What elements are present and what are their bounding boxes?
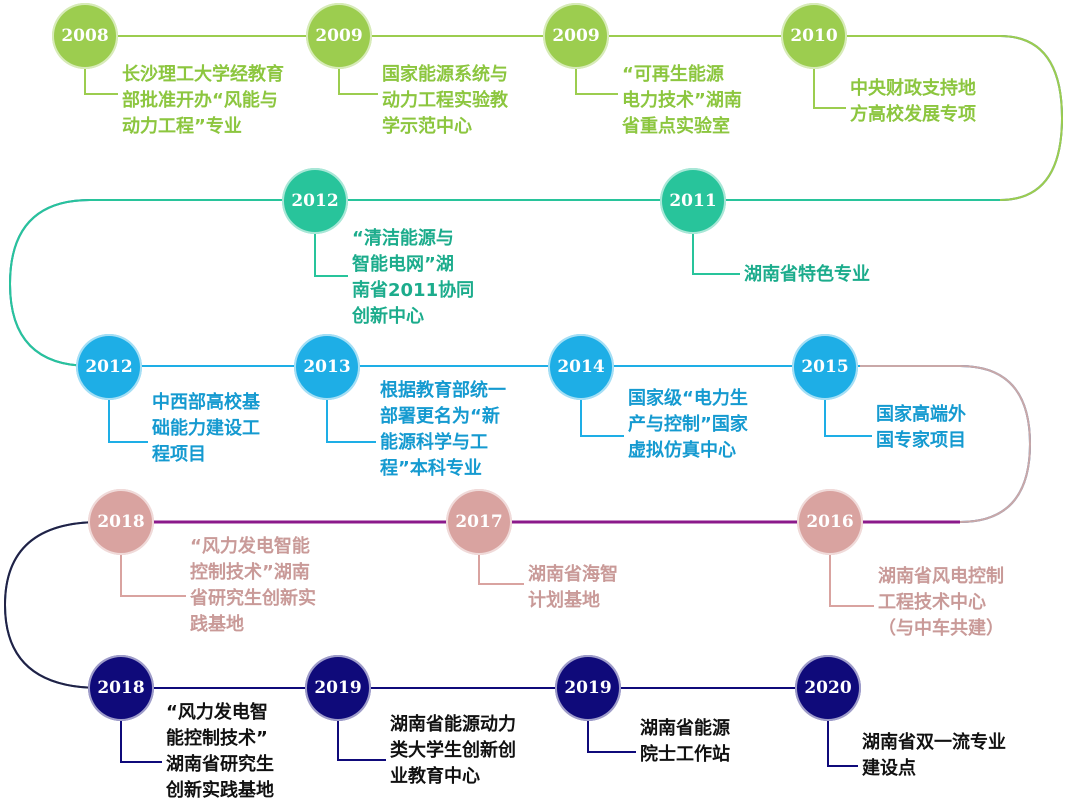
node-2010: 2010 [781, 3, 847, 69]
label-2014: 国家级“电力生 产与控制”国家 虚拟仿真中心 [628, 388, 748, 461]
label-2015: 国家高端外 国专家项目 [876, 404, 966, 451]
label-2011: 湖南省特色专业 [744, 264, 870, 285]
leader-line-8 [580, 400, 624, 437]
node-2020: 2020 [795, 655, 861, 721]
leader-line-16 [827, 721, 858, 767]
leader-line-4 [314, 234, 348, 277]
leader-line-0 [84, 69, 118, 95]
leader-line-10 [120, 555, 186, 597]
node-2013: 2013 [294, 334, 360, 400]
node-2017: 2017 [446, 489, 512, 555]
node-2012-b: 2012 [76, 334, 142, 400]
row4-to-row5-track [3, 521, 101, 689]
node-2011: 2011 [660, 168, 726, 234]
label-2009-b: “可再生能源 电力技术”湖南 省重点实验室 [622, 64, 742, 137]
label-2010: 中央财政支持地 方高校发展专项 [850, 78, 976, 125]
node-2008: 2008 [52, 3, 118, 69]
leader-line-12 [829, 555, 874, 607]
row2-track [8, 199, 1000, 367]
leader-line-15 [587, 721, 636, 753]
leader-line-2 [575, 69, 618, 95]
node-2018-b: 2018 [88, 655, 154, 721]
node-2009-b: 2009 [543, 3, 609, 69]
node-2015: 2015 [792, 334, 858, 400]
label-2020: 湖南省双一流专业 建设点 [862, 732, 1006, 779]
row1-track [85, 35, 1064, 201]
node-2009-a: 2009 [306, 3, 372, 69]
label-2018-b: “风力发电智 能控制技术” 湖南省研究生 创新实践基地 [166, 702, 274, 801]
node-2012-a: 2012 [282, 168, 348, 234]
label-2016: 湖南省风电控制 工程技术中心 （与中车共建） [878, 566, 1004, 639]
label-2019-a: 湖南省能源动力 类大学生创新创 业教育中心 [390, 714, 516, 787]
node-2016: 2016 [797, 489, 863, 555]
label-2008: 长沙理工大学经教育 部批准开办“风能与 动力工程”专业 [122, 64, 284, 137]
label-2017: 湖南省海智 计划基地 [528, 564, 618, 611]
leader-line-3 [813, 69, 846, 109]
leader-line-5 [692, 234, 740, 275]
label-2012-b: 中西部高校基 础能力建设工 程项目 [152, 392, 260, 465]
leader-line-1 [338, 69, 378, 95]
leader-line-7 [326, 400, 376, 443]
label-2013: 根据教育部统一 部署更名为“新 能源科学与工 程”本科专业 [380, 380, 506, 479]
label-2012-a: “清洁能源与 智能电网”湖 南省2011协同 创新中心 [352, 228, 475, 327]
label-2018-a: “风力发电智能 控制技术”湖南 省研究生创新实 践基地 [190, 536, 316, 635]
row3-to-row4-track [860, 365, 1032, 523]
node-2018-a: 2018 [88, 489, 154, 555]
leader-line-14 [337, 721, 386, 761]
node-2019-b: 2019 [555, 655, 621, 721]
leader-line-11 [478, 555, 524, 585]
label-2019-b: 湖南省能源 院士工作站 [640, 718, 730, 765]
leader-line-13 [120, 721, 162, 763]
leader-line-6 [108, 400, 148, 443]
leader-line-9 [824, 400, 872, 437]
label-2009-a: 国家能源系统与 动力工程实验教 学示范中心 [382, 64, 508, 137]
node-2014: 2014 [548, 334, 614, 400]
node-2019-a: 2019 [305, 655, 371, 721]
